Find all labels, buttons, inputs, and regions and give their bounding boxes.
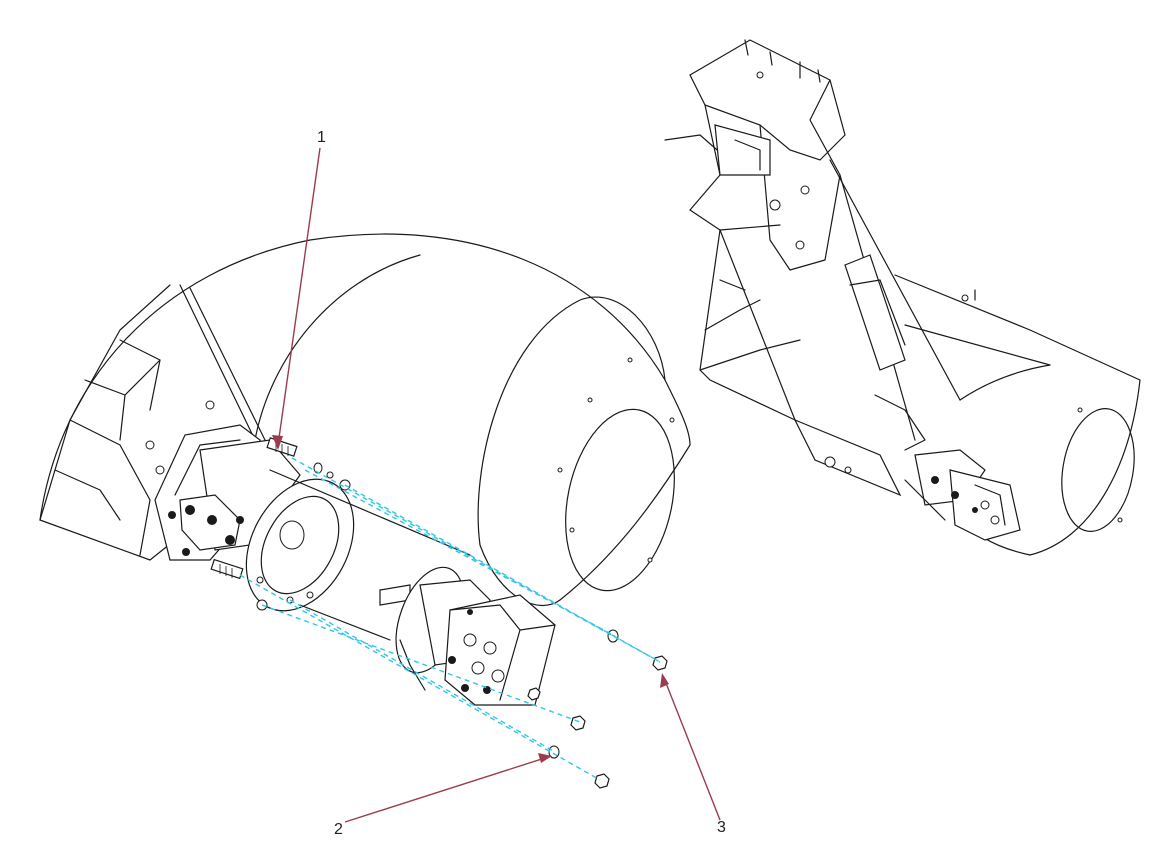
callout-label-3: 3 <box>717 819 726 836</box>
leader-line-3 <box>663 677 721 821</box>
detail-view <box>39 233 691 789</box>
leader-arrowhead-2 <box>538 753 552 763</box>
nut <box>570 715 586 731</box>
callout-label-1: 1 <box>317 129 326 146</box>
bolt <box>210 558 244 580</box>
nut <box>594 773 610 789</box>
nut <box>527 687 541 701</box>
gearbox-assembly <box>379 566 556 706</box>
machine-overview <box>664 39 1141 556</box>
callout-leaders <box>272 147 721 823</box>
hopper-wall <box>39 284 266 561</box>
washer <box>313 462 323 474</box>
detail-circle-boundary <box>39 233 666 521</box>
alignment-guides <box>239 457 661 781</box>
leader-line-1 <box>277 147 321 446</box>
leader-arrowhead-3 <box>660 673 669 688</box>
motor-flange-assembly <box>154 424 471 641</box>
callout-label-2: 2 <box>334 821 343 838</box>
leader-arrowhead-1 <box>272 435 283 450</box>
drum-housing <box>254 254 691 607</box>
nut <box>652 655 668 671</box>
leader-line-2 <box>344 756 549 823</box>
